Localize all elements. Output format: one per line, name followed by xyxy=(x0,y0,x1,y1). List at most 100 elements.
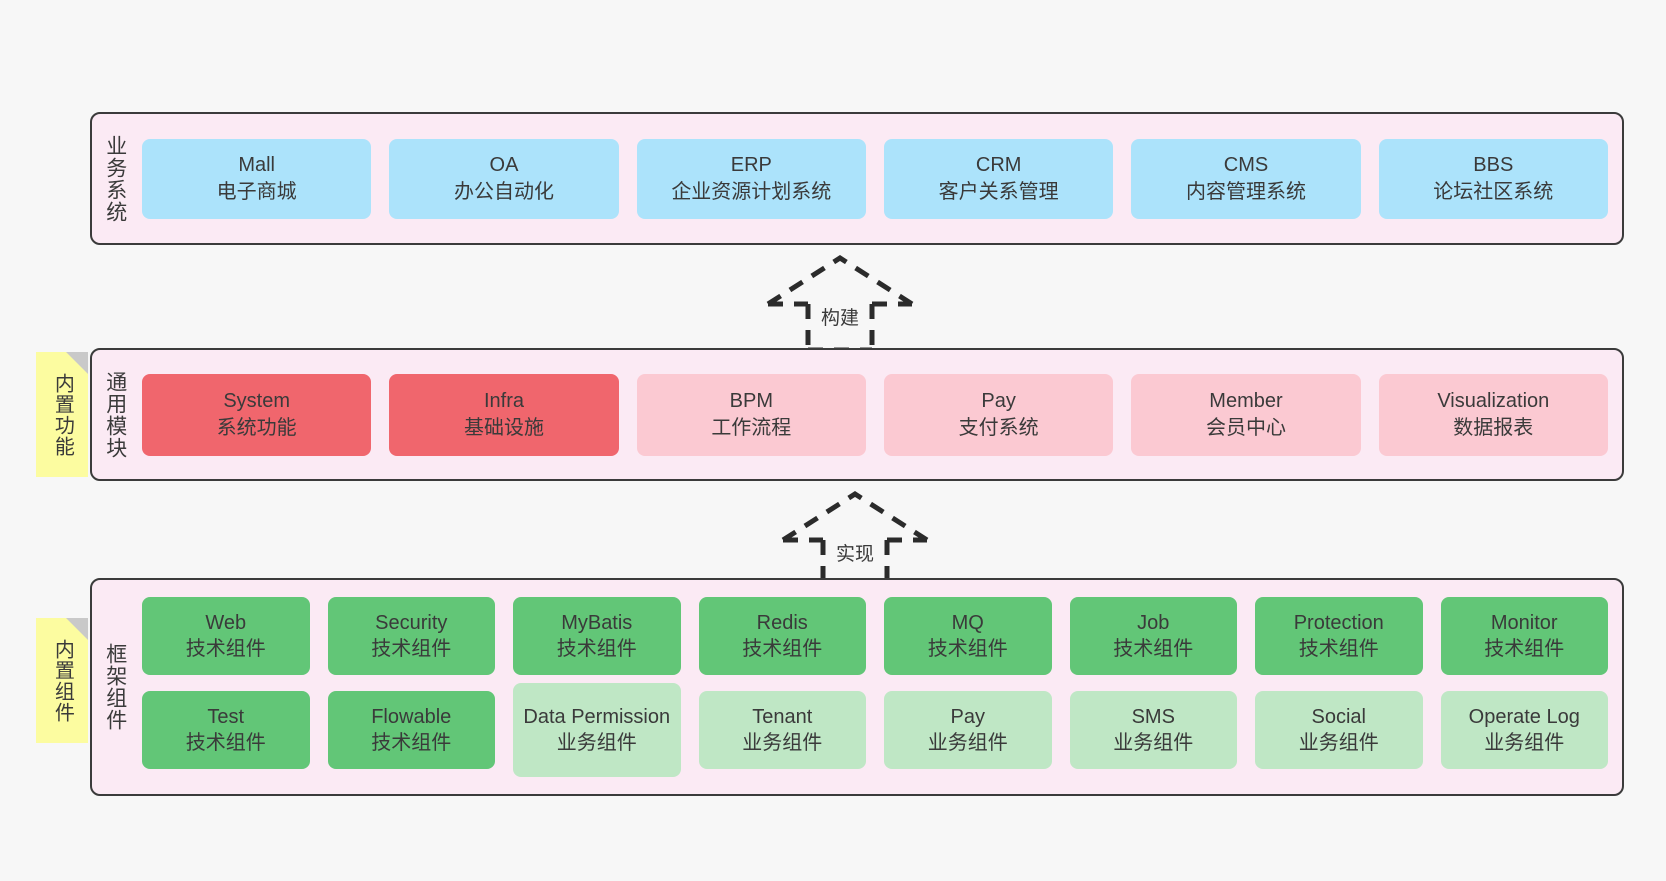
card-subtitle: 内容管理系统 xyxy=(1185,180,1306,203)
card-title: System xyxy=(223,390,290,413)
card-title: Flowable xyxy=(371,705,452,728)
card-subtitle: 业务组件 xyxy=(556,732,637,754)
layer-label-common-module: 通用模块 xyxy=(103,370,127,459)
card-subtitle: 基础设施 xyxy=(463,416,544,439)
card-title: Pay xyxy=(981,390,1016,413)
card-pay-business[interactable]: Pay 业务组件 xyxy=(884,691,1052,769)
card-subtitle: 技术组件 xyxy=(742,638,823,660)
card-row: Web 技术组件 Security 技术组件 MyBatis 技术组件 Redi… xyxy=(142,597,1608,675)
card-job[interactable]: Job 技术组件 xyxy=(1069,597,1237,675)
card-subtitle: 业务组件 xyxy=(1484,732,1565,754)
card-title: Member xyxy=(1209,390,1283,413)
card-system[interactable]: System 系统功能 xyxy=(142,373,372,456)
sticky-note-builtin-features: 内置功能 xyxy=(36,352,88,477)
card-title: BBS xyxy=(1473,154,1514,177)
card-infra[interactable]: Infra 基础设施 xyxy=(389,373,619,456)
card-subtitle: 技术组件 xyxy=(556,638,637,660)
card-title: Social xyxy=(1311,705,1366,728)
card-title: Pay xyxy=(950,705,985,728)
card-subtitle: 技术组件 xyxy=(1113,638,1194,660)
card-erp[interactable]: ERP 企业资源计划系统 xyxy=(636,138,866,219)
card-subtitle: 论坛社区系统 xyxy=(1433,180,1554,203)
card-title: BPM xyxy=(729,390,773,413)
layer-body-framework-component: Web 技术组件 Security 技术组件 MyBatis 技术组件 Redi… xyxy=(138,580,1622,794)
card-monitor[interactable]: Monitor 技术组件 xyxy=(1440,597,1608,675)
layer-label-framework-component: 框架组件 xyxy=(103,643,127,731)
card-title: Security xyxy=(375,611,448,634)
card-title: Redis xyxy=(756,611,808,634)
card-data-permission[interactable]: Data Permission 业务组件 xyxy=(513,683,681,777)
card-cms[interactable]: CMS 内容管理系统 xyxy=(1131,138,1361,219)
layer-framework-component: 框架组件 Web 技术组件 Security 技术组件 MyBatis 技术组件… xyxy=(90,578,1624,796)
card-pay[interactable]: Pay 支付系统 xyxy=(883,373,1114,456)
card-subtitle: 支付系统 xyxy=(958,416,1039,439)
card-subtitle: 技术组件 xyxy=(927,638,1008,660)
card-subtitle: 客户关系管理 xyxy=(938,180,1059,203)
card-title: Infra xyxy=(483,390,524,413)
card-subtitle: 会员中心 xyxy=(1205,416,1286,439)
card-crm[interactable]: CRM 客户关系管理 xyxy=(883,138,1114,219)
card-subtitle: 数据报表 xyxy=(1453,416,1534,439)
card-subtitle: 技术组件 xyxy=(371,638,452,660)
card-mq[interactable]: MQ 技术组件 xyxy=(884,597,1052,675)
card-title: CRM xyxy=(975,154,1022,177)
card-title: Monitor xyxy=(1490,611,1558,634)
card-title: Test xyxy=(207,705,245,728)
card-tenant[interactable]: Tenant 业务组件 xyxy=(698,691,866,769)
card-subtitle: 技术组件 xyxy=(371,732,452,754)
card-title: ERP xyxy=(730,154,772,177)
card-subtitle: 技术组件 xyxy=(185,638,266,660)
card-subtitle: 业务组件 xyxy=(1113,732,1194,754)
card-web[interactable]: Web 技术组件 xyxy=(142,597,310,675)
card-title: OA xyxy=(489,154,519,177)
layer-body-common-module: System 系统功能 Infra 基础设施 BPM 工作流程 Pay 支付系统… xyxy=(138,350,1622,479)
card-subtitle: 工作流程 xyxy=(711,416,792,439)
card-row: System 系统功能 Infra 基础设施 BPM 工作流程 Pay 支付系统… xyxy=(142,373,1608,456)
card-operate-log[interactable]: Operate Log 业务组件 xyxy=(1440,691,1608,769)
layer-common-module: 通用模块 System 系统功能 Infra 基础设施 BPM 工作流程 Pay… xyxy=(90,348,1624,481)
card-test[interactable]: Test 技术组件 xyxy=(142,691,310,769)
layer-business-system: 业务系统 Mall 电子商城 OA 办公自动化 ERP 企业资源计划系统 CRM… xyxy=(90,112,1624,245)
sticky-note-label: 内置功能 xyxy=(51,372,74,457)
card-subtitle: 企业资源计划系统 xyxy=(671,180,832,203)
card-subtitle: 技术组件 xyxy=(1298,638,1379,660)
card-flowable[interactable]: Flowable 技术组件 xyxy=(327,691,495,769)
card-bbs[interactable]: BBS 论坛社区系统 xyxy=(1378,138,1608,219)
card-title: Mall xyxy=(238,154,275,177)
card-redis[interactable]: Redis 技术组件 xyxy=(698,597,866,675)
card-visualization[interactable]: Visualization 数据报表 xyxy=(1378,373,1608,456)
card-protection[interactable]: Protection 技术组件 xyxy=(1255,597,1423,675)
card-title: Visualization xyxy=(1437,390,1550,413)
page-fold-icon xyxy=(66,618,88,640)
card-title: Data Permission xyxy=(523,705,671,728)
card-member[interactable]: Member 会员中心 xyxy=(1131,373,1361,456)
card-subtitle: 系统功能 xyxy=(216,416,297,439)
generalization-arrow-icon xyxy=(766,255,914,353)
card-subtitle: 技术组件 xyxy=(185,732,266,754)
connector-implement: 实现 xyxy=(775,488,935,589)
generalization-arrow-icon xyxy=(781,491,929,589)
card-subtitle: 电子商城 xyxy=(216,180,297,203)
card-oa[interactable]: OA 办公自动化 xyxy=(389,138,619,219)
layer-label-business-system: 业务系统 xyxy=(103,134,127,223)
layer-body-business-system: Mall 电子商城 OA 办公自动化 ERP 企业资源计划系统 CRM 客户关系… xyxy=(138,114,1622,243)
card-title: Web xyxy=(205,611,247,634)
card-title: Job xyxy=(1137,611,1170,634)
card-mybatis[interactable]: MyBatis 技术组件 xyxy=(513,597,681,675)
sticky-note-label: 内置组件 xyxy=(51,638,74,723)
card-row: Mall 电子商城 OA 办公自动化 ERP 企业资源计划系统 CRM 客户关系… xyxy=(142,138,1608,219)
card-subtitle: 业务组件 xyxy=(742,732,823,754)
card-sms[interactable]: SMS 业务组件 xyxy=(1069,691,1237,769)
page-fold-icon xyxy=(66,352,88,374)
card-bpm[interactable]: BPM 工作流程 xyxy=(636,373,866,456)
card-title: MyBatis xyxy=(561,611,633,634)
card-mall[interactable]: Mall 电子商城 xyxy=(142,138,372,219)
sticky-note-builtin-components: 内置组件 xyxy=(36,618,88,743)
card-subtitle: 技术组件 xyxy=(1484,638,1565,660)
card-row: Test 技术组件 Flowable 技术组件 Data Permission … xyxy=(142,683,1608,777)
card-subtitle: 业务组件 xyxy=(927,732,1008,754)
card-social[interactable]: Social 业务组件 xyxy=(1255,691,1423,769)
card-title: CMS xyxy=(1223,154,1269,177)
card-security[interactable]: Security 技术组件 xyxy=(327,597,495,675)
